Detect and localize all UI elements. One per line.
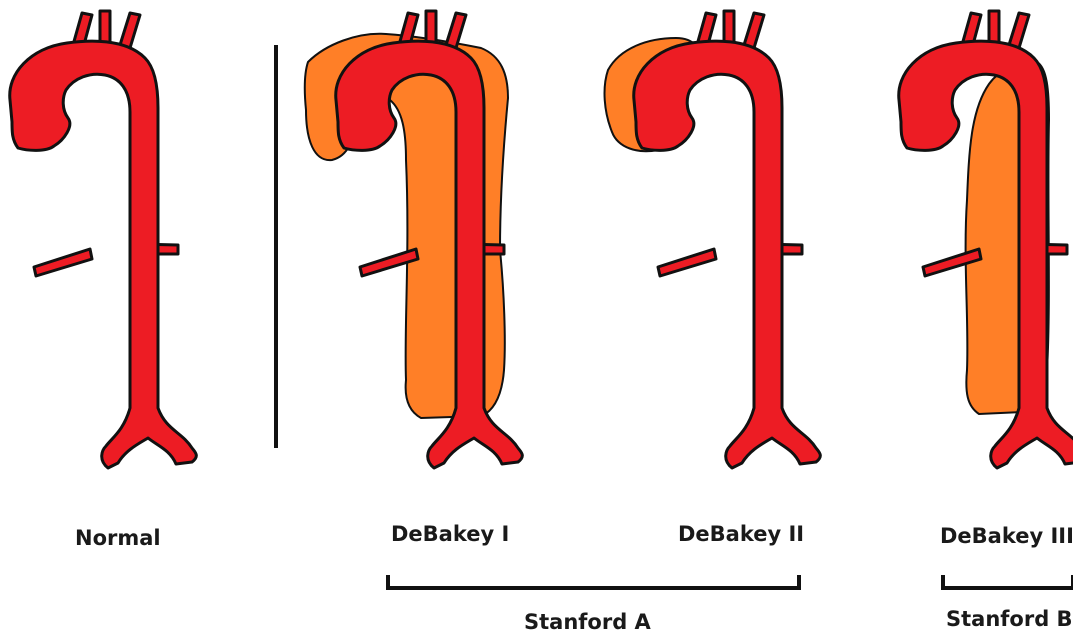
normal-aorta (10, 11, 197, 468)
debakey-3-aorta (899, 11, 1073, 468)
label-debakey-2: DeBakey II (678, 522, 804, 546)
debakey-1-aorta (305, 11, 523, 468)
aorta-shape (10, 11, 197, 468)
debakey-2-aorta (605, 11, 821, 468)
label-stanford-b: Stanford B (946, 607, 1073, 631)
label-normal: Normal (75, 526, 161, 550)
stanford-a-bracket (388, 575, 799, 588)
label-debakey-3: DeBakey III (940, 524, 1073, 548)
stanford-b-bracket (943, 575, 1073, 588)
aorta-shape (634, 11, 821, 468)
label-stanford-a: Stanford A (524, 610, 651, 634)
label-debakey-1: DeBakey I (391, 522, 509, 546)
